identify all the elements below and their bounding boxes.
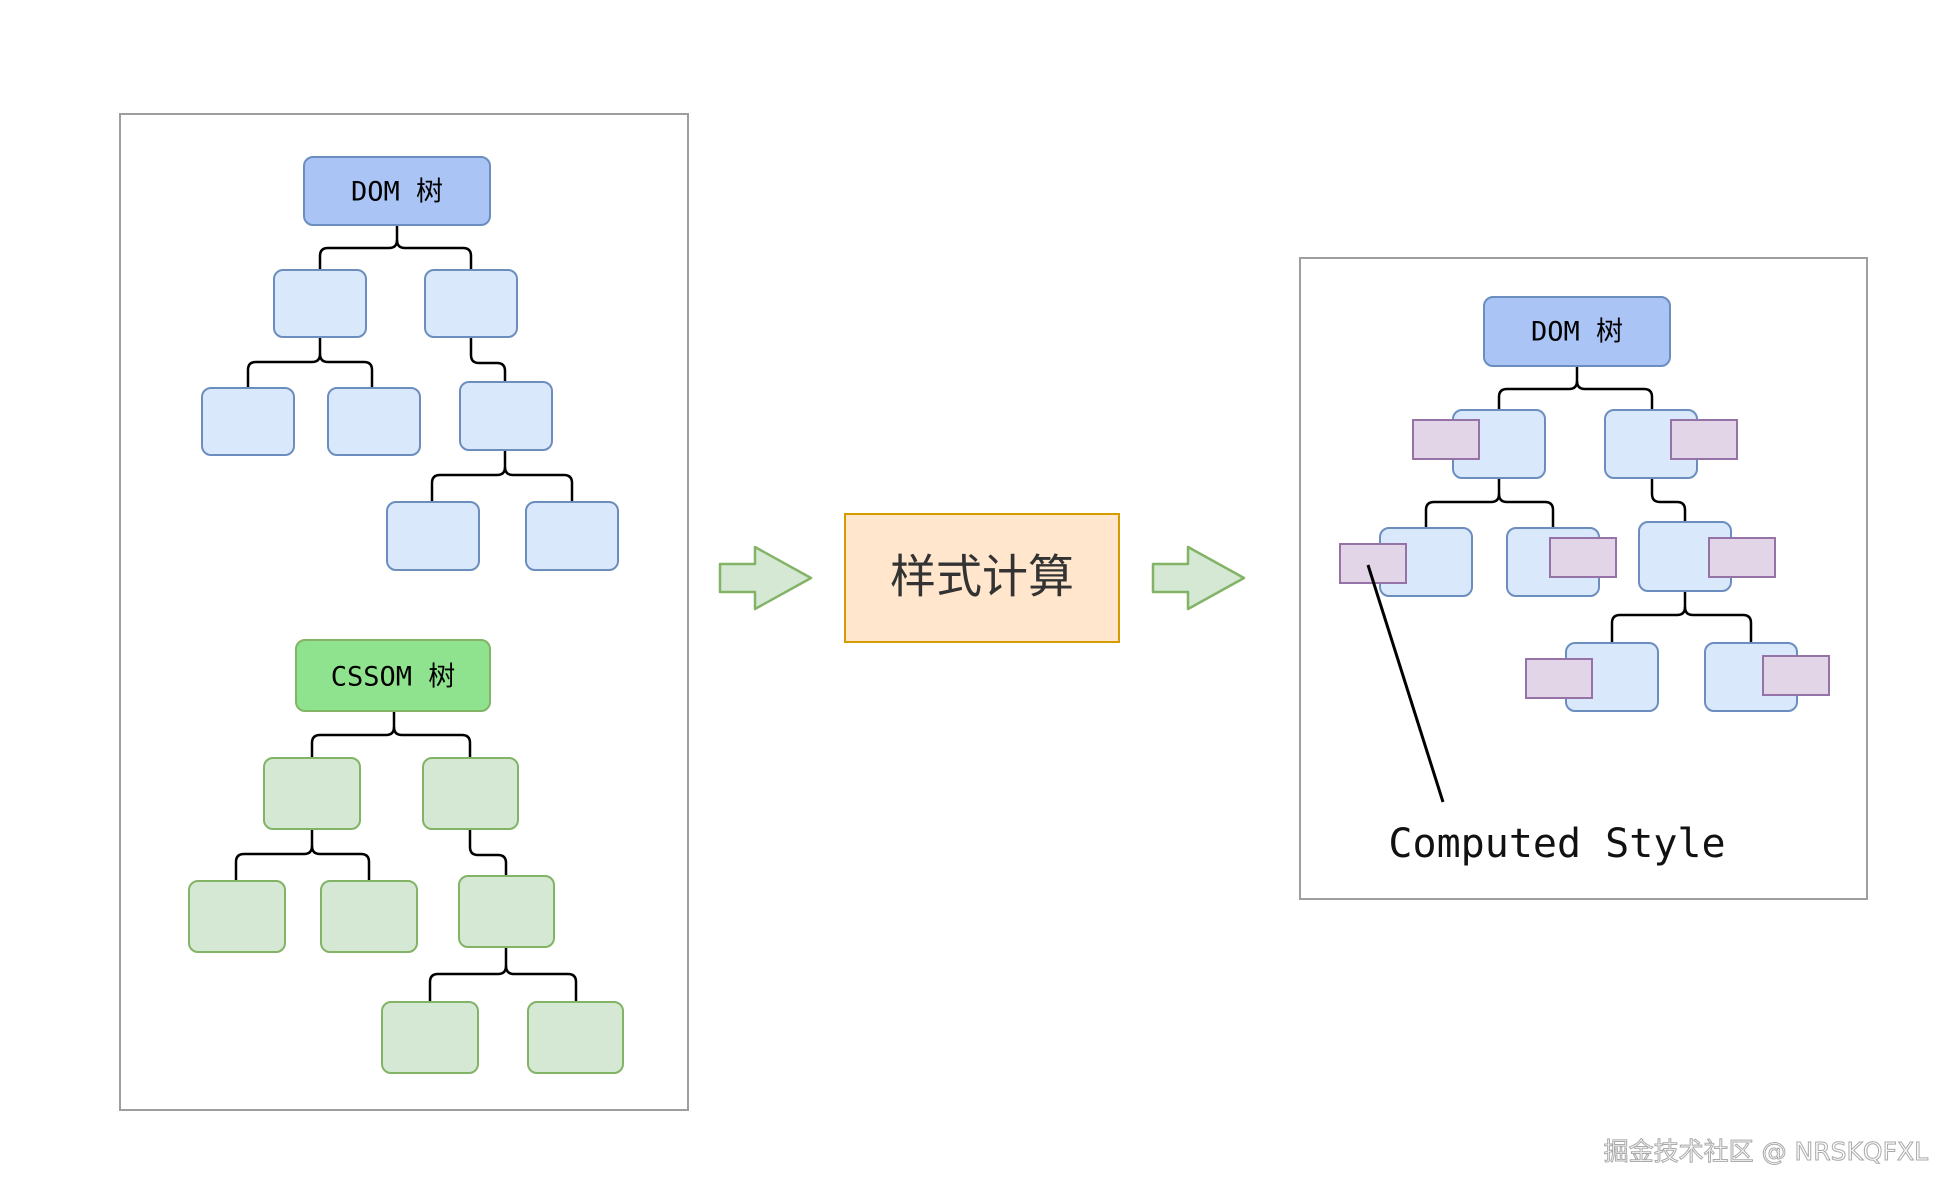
dom-root-node xyxy=(303,156,491,226)
dom-node xyxy=(201,387,295,456)
computed-style-label: Computed Style xyxy=(1388,821,1725,867)
cssom-node xyxy=(381,1001,479,1074)
cssom-node xyxy=(263,757,361,830)
computed-style-tag xyxy=(1525,658,1593,699)
computed-style-tag xyxy=(1762,655,1830,696)
watermark: 掘金技术社区 @ NRSKQFXL xyxy=(1604,1137,1928,1166)
cssom-node xyxy=(188,880,286,953)
process-box xyxy=(844,513,1120,643)
result-dom-root-node xyxy=(1483,296,1671,367)
computed-style-tag xyxy=(1549,537,1617,578)
computed-style-tag xyxy=(1412,419,1480,460)
dom-node xyxy=(424,269,518,338)
computed-style-tag xyxy=(1708,537,1776,578)
dom-root-label: DOM 树 xyxy=(351,177,443,208)
dom-tree-connectors xyxy=(246,225,574,502)
cssom-node xyxy=(527,1001,624,1074)
cssom-root-label: CSSOM 树 xyxy=(331,662,456,693)
dom-node xyxy=(459,381,553,451)
dom-node xyxy=(386,501,480,571)
dom-node xyxy=(273,269,367,338)
left-panel-frame xyxy=(119,113,689,1111)
callout-line xyxy=(1366,564,1445,803)
result-dom-root-label: DOM 树 xyxy=(1531,317,1623,348)
cssom-node xyxy=(458,875,555,948)
right-arrow-icon xyxy=(1151,545,1246,611)
cssom-node xyxy=(422,757,519,830)
cssom-root-node xyxy=(295,639,491,712)
right-panel-frame xyxy=(1299,257,1868,900)
dom-node xyxy=(525,501,619,571)
process-label: 样式计算 xyxy=(890,550,1074,604)
result-tree-connectors xyxy=(1424,366,1753,643)
right-arrow-icon xyxy=(718,545,813,611)
dom-node xyxy=(327,387,421,456)
computed-style-tag xyxy=(1670,419,1738,460)
cssom-tree-connectors xyxy=(234,711,578,1002)
cssom-node xyxy=(320,880,418,953)
